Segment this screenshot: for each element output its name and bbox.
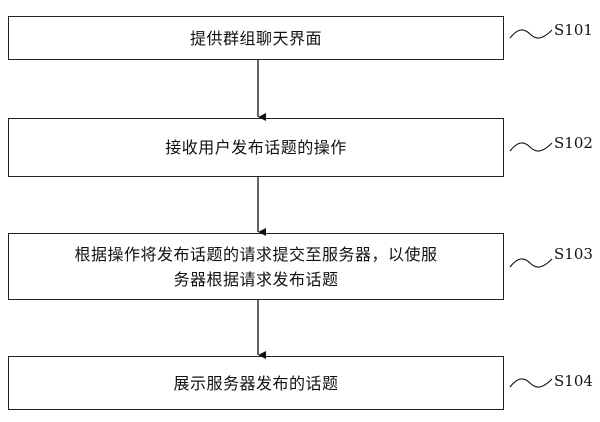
step-text-s103: 根据操作将发布话题的请求提交至服务器，以使服 务器根据请求发布话题 — [74, 242, 437, 292]
step-text-s104: 展示服务器发布的话题 — [173, 373, 339, 393]
step-text-s102: 接收用户发布话题的操作 — [165, 138, 347, 157]
step-text-s103-line1: 根据操作将发布话题的请求提交至服务器，以使服 — [74, 244, 438, 264]
step-box-s102: 接收用户发布话题的操作 — [8, 118, 504, 177]
step-box-s101: 提供群组聊天界面 — [8, 16, 504, 60]
step-label-s103: S103 — [554, 245, 593, 263]
step-box-s104: 展示服务器发布的话题 — [8, 356, 504, 410]
leader-s102 — [509, 142, 553, 152]
step-label-s102: S102 — [554, 134, 593, 152]
step-label-s104: S104 — [554, 372, 593, 390]
step-label-s101: S101 — [554, 21, 593, 39]
step-text-s103-line2: 务器根据请求发布话题 — [173, 269, 339, 289]
leader-s103 — [509, 258, 553, 268]
step-box-s103: 根据操作将发布话题的请求提交至服务器，以使服 务器根据请求发布话题 — [8, 233, 504, 300]
leader-s104 — [509, 378, 553, 388]
step-text-s101: 提供群组聊天界面 — [189, 28, 322, 48]
leader-s101 — [509, 29, 553, 39]
